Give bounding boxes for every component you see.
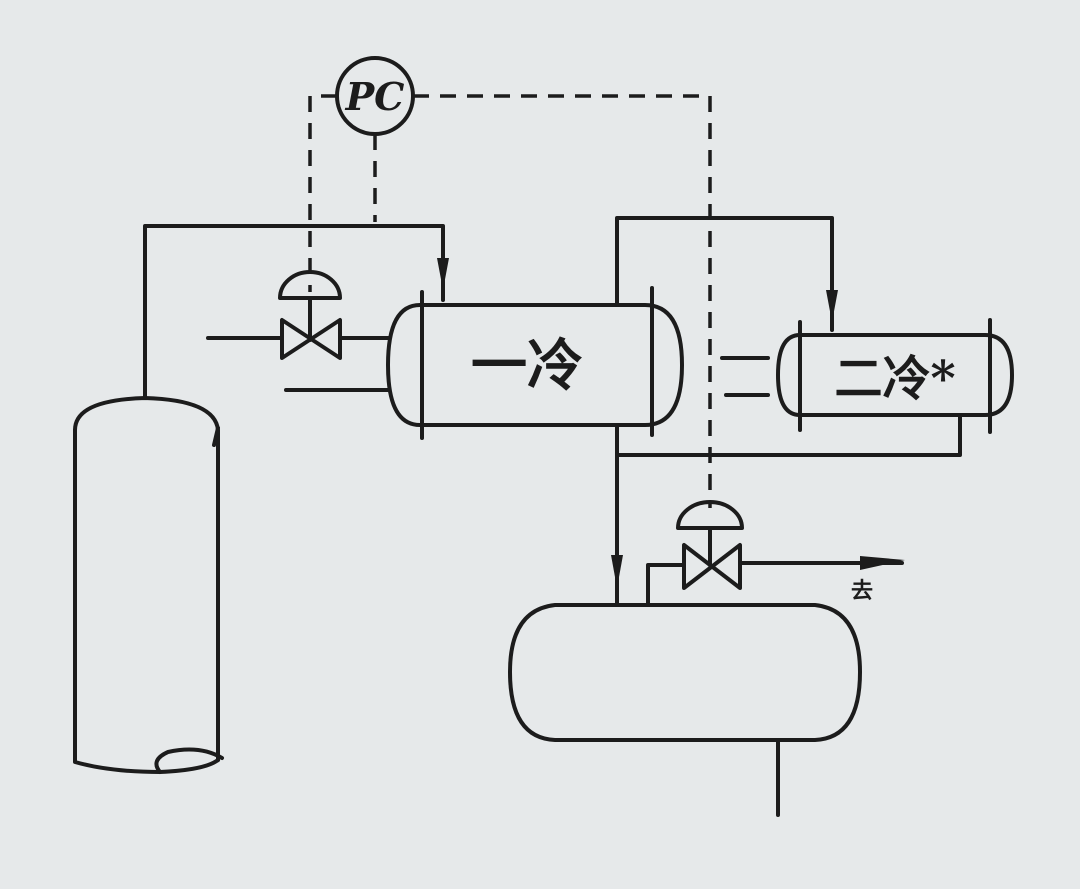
signal-line-to-valve-1 — [308, 94, 337, 292]
control-valve-2: 去 — [646, 500, 905, 607]
primary-cooler: 一冷 — [386, 286, 684, 440]
secondary-cooler-label: 二冷* — [834, 351, 955, 407]
control-valve-1 — [206, 270, 392, 392]
signal-line-to-valve-2 — [413, 94, 712, 508]
condensate-line — [611, 413, 962, 607]
outlet-arrow-icon — [860, 556, 905, 570]
pressure-controller: PC — [335, 56, 415, 136]
column-vessel — [73, 396, 224, 774]
controller-label: PC — [345, 74, 405, 119]
flow-arrow-icon — [826, 290, 838, 322]
flow-arrow-icon — [437, 258, 449, 290]
secondary-cooler: 二冷* — [776, 318, 1014, 434]
secondary-feed-line — [615, 216, 838, 332]
outlet-note: 去 — [851, 578, 873, 604]
primary-cooler-label: 一冷 — [471, 333, 583, 399]
receiver-drum — [508, 603, 862, 817]
overhead-line — [143, 224, 449, 400]
flow-arrow-icon — [611, 555, 623, 588]
